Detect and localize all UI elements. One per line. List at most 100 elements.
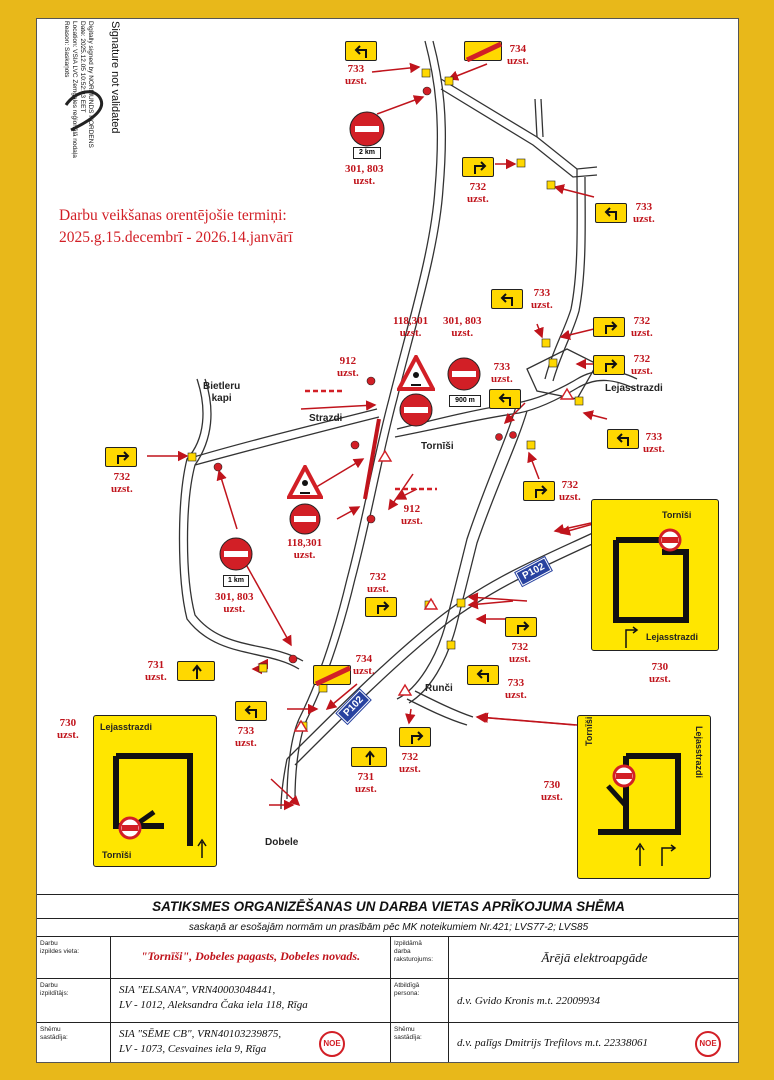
detour-route-diagram <box>113 753 207 858</box>
sign-732-turn-right <box>462 157 494 177</box>
label-301-803: 301, 803 uzst. <box>215 591 254 615</box>
value-responsible-person: d.v. Gvido Kronis m.t. 22009934 <box>449 979 738 1023</box>
label-732: 732 uzst. <box>631 315 653 339</box>
title-block: SATIKSMES ORGANIZĒŠANAS UN DARBA VIETAS … <box>37 894 738 1062</box>
big-sign-destination: Tornīši <box>662 510 692 520</box>
label-118-301: 118,301 uzst. <box>287 537 323 561</box>
label-912: 912 uzst. <box>337 355 359 379</box>
end-restriction-icon <box>465 42 503 62</box>
label-732: 732 uzst. <box>631 353 653 377</box>
sign-732-turn-right <box>593 355 625 375</box>
no-entry-sign-icon <box>399 393 433 427</box>
label-730: 730 uzst. <box>541 779 563 803</box>
turn-left-arrow-icon <box>498 393 511 406</box>
label-301-803: 301, 803 uzst. <box>443 315 482 339</box>
turn-right-arrow-icon <box>377 601 390 614</box>
key-scheme-author-2: Shēmu sastādīja: <box>391 1023 449 1062</box>
turn-right-arrow-icon <box>117 451 130 464</box>
key-work-place: Darbu izpildes vieta: <box>37 937 111 979</box>
big-sign-destination: Tornīši <box>584 716 594 746</box>
label-301-803: 301, 803 uzst. <box>345 163 384 187</box>
turn-left-arrow-icon <box>604 207 617 220</box>
sign-734-end <box>313 665 352 686</box>
label-732: 732 uzst. <box>467 181 489 205</box>
straight-arrow-icon <box>192 664 202 679</box>
no-entry-sign-icon <box>289 503 321 535</box>
detour-route-diagram <box>598 753 681 866</box>
turn-left-arrow-icon <box>476 669 489 682</box>
key-contractor: Darbu izpildītājs: <box>37 979 111 1023</box>
label-732: 732 uzst. <box>111 471 133 495</box>
sign-733-turn-left <box>491 289 523 309</box>
label-118-301: 118,301 uzst. <box>393 315 429 339</box>
value-scheme-author: SIA "SĒME CB", VRN40103239875, LV - 1073… <box>111 1023 391 1062</box>
no-entry-sign-icon <box>219 537 253 571</box>
place-strazdi: Strazdi <box>309 413 343 424</box>
place-dobele: Dobele <box>265 837 299 848</box>
place-lejasstrazdi: Lejasstrazdi <box>605 383 663 394</box>
big-sign-destination: Lejasstrazdi <box>694 726 704 779</box>
value-work-description: Ārējā elektroapgāde <box>449 937 738 979</box>
turn-left-arrow-icon <box>616 433 629 446</box>
no-entry-sign-icon <box>447 357 481 391</box>
label-732: 732 uzst. <box>367 571 389 595</box>
sign-733-turn-left <box>489 389 521 409</box>
label-732: 732 uzst. <box>559 479 581 503</box>
label-734: 734 uzst. <box>507 43 529 67</box>
work-term: Darbu veikšanas orentējošie termiņi: 202… <box>59 205 293 249</box>
label-731: 731 uzst. <box>145 659 167 683</box>
sign-732-turn-right <box>365 597 397 617</box>
sign-733-turn-left <box>607 429 639 449</box>
key-work-description: Izpildāmā darba raksturojums: <box>391 937 449 979</box>
key-responsible-person: Atbildīgā persona: <box>391 979 449 1023</box>
turn-left-arrow-icon <box>354 45 367 58</box>
sign-732-turn-right <box>105 447 137 467</box>
no-entry-sign-icon <box>349 111 385 147</box>
big-sign-destination: Lejasstrazdi <box>646 632 699 642</box>
turn-left-arrow-icon <box>500 293 513 306</box>
label-730: 730 uzst. <box>57 717 79 741</box>
turn-right-arrow-icon <box>411 731 424 744</box>
road-network <box>147 40 664 811</box>
detour-route-diagram <box>613 528 689 648</box>
work-term-line: Darbu veikšanas orentējošie termiņi: <box>59 207 287 224</box>
sign-731-straight <box>177 661 215 681</box>
signature-line: Reason: Saskaņots <box>63 21 70 78</box>
label-733: 733 uzst. <box>643 431 665 455</box>
plate-2km: 2 km <box>353 147 381 159</box>
plate-900m: 900 m <box>449 395 481 407</box>
digital-signature-block: Signature not validated Digitally signed… <box>45 19 121 158</box>
big-sign-destination: Lejasstrazdi <box>100 722 153 732</box>
roadworks-warning-icon <box>287 465 323 499</box>
plate-1km: 1 km <box>223 575 249 587</box>
label-733: 733 uzst. <box>505 677 527 701</box>
noe-stamp-icon: NOE <box>695 1031 721 1057</box>
place-tornisi: Tornīši <box>421 441 454 452</box>
detour-map-sign: Tornīši Lejasstrazdi <box>577 715 711 879</box>
turn-left-arrow-icon <box>244 705 257 718</box>
value-contractor: SIA "ELSANA", VRN40003048441, LV - 1012,… <box>111 979 391 1023</box>
detour-map-sign: Lejasstrazdi Tornīši <box>93 715 217 867</box>
turn-right-arrow-icon <box>605 359 618 372</box>
label-732: 732 uzst. <box>509 641 531 665</box>
scheme-subtitle: saskaņā ar esošajām normām un prasībām p… <box>37 919 738 937</box>
label-733: 733 uzst. <box>633 201 655 225</box>
signature-check-icon <box>64 90 104 132</box>
sign-732-turn-right <box>505 617 537 637</box>
turn-right-arrow-icon <box>474 161 487 174</box>
label-733: 733 uzst. <box>345 63 367 87</box>
sign-733-turn-left <box>235 701 267 721</box>
scheme-title: SATIKSMES ORGANIZĒŠANAS UN DARBA VIETAS … <box>37 895 738 919</box>
sign-734-end <box>464 41 503 62</box>
sign-733-turn-left <box>345 41 377 61</box>
key-scheme-author: Shēmu sastādīja: <box>37 1023 111 1062</box>
label-734: 734 uzst. <box>353 653 375 677</box>
noe-stamp-icon: NOE <box>319 1031 345 1057</box>
drawing-sheet: Signature not validated Digitally signed… <box>36 18 739 1063</box>
big-sign-destination: Tornīši <box>102 850 132 860</box>
value-scheme-author-2: d.v. palīgs Dmitrijs Trefilovs m.t. 2233… <box>449 1023 738 1062</box>
label-912: 912 uzst. <box>401 503 423 527</box>
sign-733-turn-left <box>595 203 627 223</box>
turn-right-arrow-icon <box>535 485 548 498</box>
